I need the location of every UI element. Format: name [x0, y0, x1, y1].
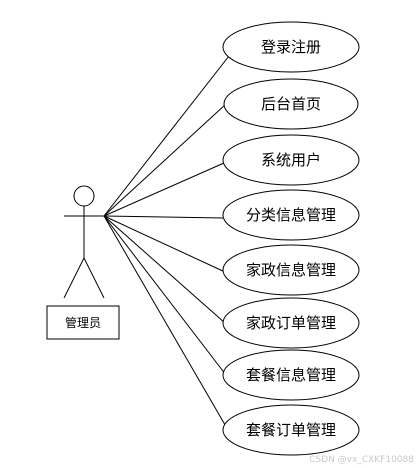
- use-case-label: 家政订单管理: [246, 314, 336, 332]
- association-line: [103, 215, 226, 324]
- actor-label-box: 管理员: [46, 305, 120, 340]
- association-line: [103, 215, 224, 219]
- actor-head: [73, 185, 95, 207]
- association-line: [103, 215, 227, 376]
- watermark: CSDN @vx_CXKF10088: [309, 455, 414, 465]
- use-case: 后台首页: [223, 78, 359, 130]
- use-case-label: 系统用户: [261, 151, 321, 169]
- association-line: [103, 215, 229, 431]
- actor-right-leg: [83, 257, 105, 299]
- use-case: 家政信息管理: [222, 244, 360, 296]
- association-line: [103, 215, 226, 273]
- actor-figure: [63, 185, 105, 299]
- use-case-label: 家政信息管理: [246, 261, 336, 279]
- use-case: 系统用户: [222, 134, 360, 186]
- association-line: [103, 46, 237, 217]
- actor-left-leg: [63, 257, 85, 299]
- use-case: 套餐信息管理: [222, 349, 360, 401]
- associations: [103, 46, 237, 431]
- association-line: [103, 162, 225, 217]
- actor-label: 管理员: [65, 315, 101, 330]
- use-case-label: 分类信息管理: [246, 206, 336, 224]
- use-case: 登录注册: [222, 21, 360, 73]
- use-case: 分类信息管理: [222, 189, 360, 241]
- use-case-label: 登录注册: [261, 38, 321, 56]
- use-case-label: 套餐订单管理: [246, 421, 336, 439]
- use-case-label: 套餐信息管理: [246, 366, 336, 384]
- use-case: 家政订单管理: [222, 297, 360, 349]
- association-line: [103, 103, 227, 217]
- use-case-label: 后台首页: [261, 95, 321, 113]
- use-case: 套餐订单管理: [222, 404, 360, 456]
